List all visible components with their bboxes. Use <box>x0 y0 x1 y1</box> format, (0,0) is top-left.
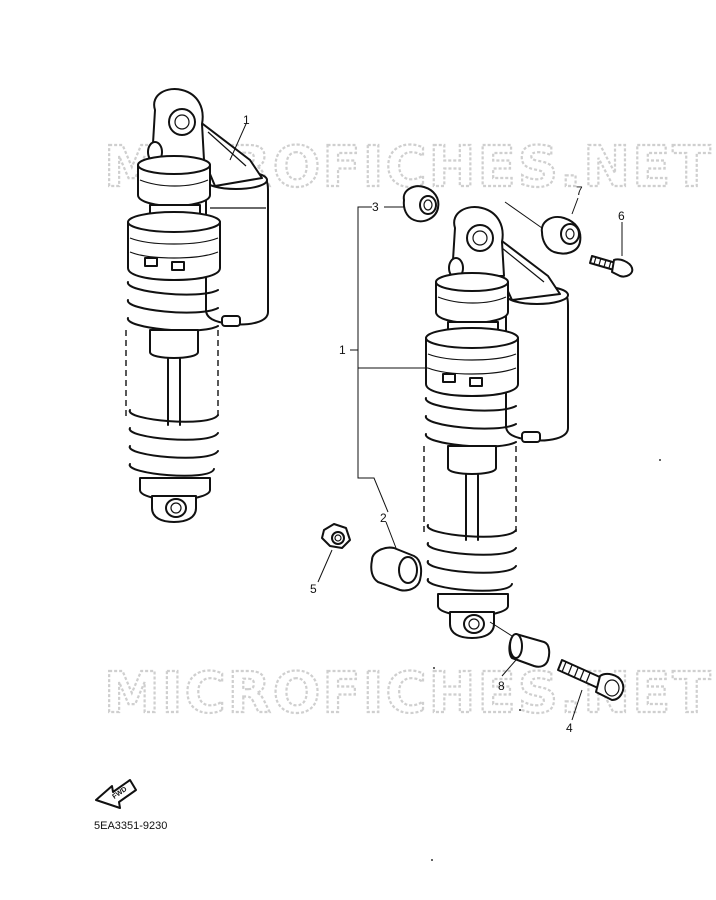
damper-part-3 <box>402 185 440 223</box>
left-shock-absorber <box>125 88 269 523</box>
callout-bolt: 4 <box>566 721 573 735</box>
right-shock-absorber <box>423 206 569 639</box>
callout-damper: 3 <box>372 200 379 214</box>
nut-part-5 <box>321 523 351 549</box>
callout-right-assembly: 1 <box>339 343 346 357</box>
bushing-part-2 <box>370 546 423 592</box>
collar-part-8 <box>508 633 551 668</box>
screw-part-6 <box>589 255 634 278</box>
fwd-arrow-icon: FWD <box>95 779 137 809</box>
callout-bushing: 2 <box>380 511 387 525</box>
diagram-code: 5EA3351-9230 <box>94 820 168 832</box>
callout-left-assembly: 1 <box>243 113 250 127</box>
callout-collar: 8 <box>498 679 505 693</box>
callout-bushing-top: 7 <box>576 184 583 198</box>
bolt-part-4 <box>557 659 625 701</box>
callout-nut: 5 <box>310 582 317 596</box>
bushing-part-7 <box>540 216 582 255</box>
callout-screw: 6 <box>618 209 625 223</box>
